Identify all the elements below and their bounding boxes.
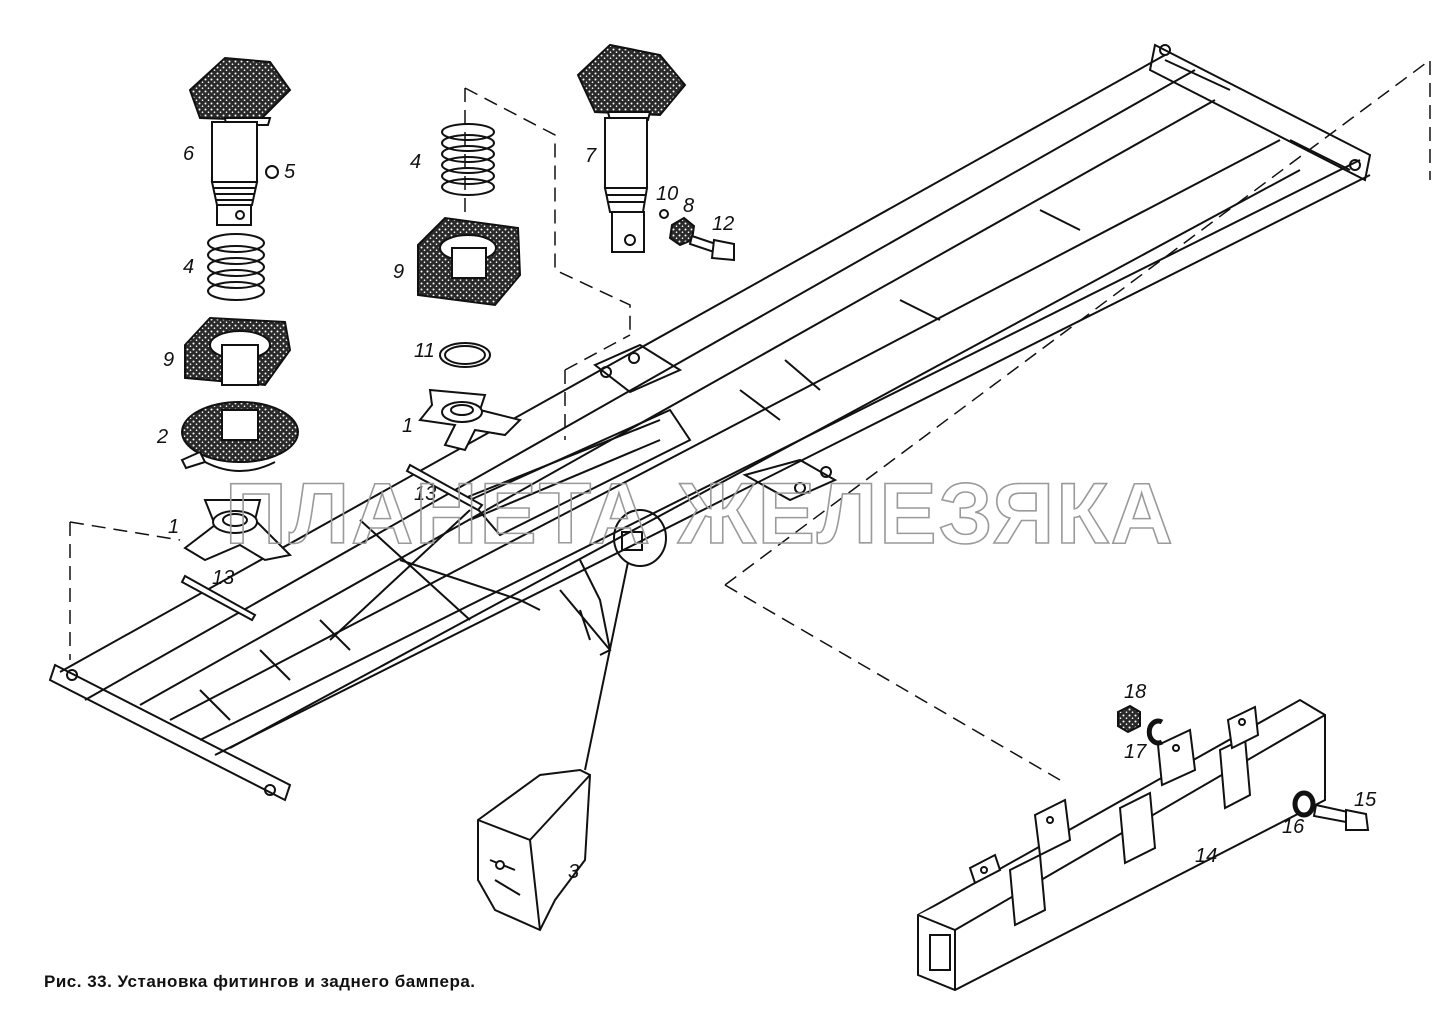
label-18: 18 <box>1124 681 1146 703</box>
part-9-block-left <box>184 316 292 387</box>
label-10: 10 <box>656 183 678 205</box>
part-12-bolt <box>688 234 735 262</box>
label-9-center: 9 <box>393 261 404 283</box>
figure-caption: Рис. 33. Установка фитингов и заднего ба… <box>44 972 476 991</box>
part-3-bracket <box>477 768 592 932</box>
label-17: 17 <box>1124 741 1147 763</box>
detail-callout <box>584 509 667 771</box>
label-15: 15 <box>1354 789 1377 811</box>
label-11: 8 <box>683 195 694 217</box>
watermark: ПЛАНЕТА ЖЕЛЕЗЯКА <box>225 466 1175 562</box>
part-13-pins <box>180 463 484 622</box>
part-2-saddle <box>180 401 299 472</box>
label-5: 5 <box>284 161 296 183</box>
part-18-nut <box>1117 704 1141 734</box>
part-10-washer <box>659 209 669 219</box>
part-1-cross-left <box>183 499 293 562</box>
label-13-center: 13 <box>414 483 436 505</box>
part-8-snap-ring <box>439 342 491 368</box>
part-9-block-center <box>417 216 522 307</box>
label-2: 2 <box>156 426 168 448</box>
label-1-left: 1 <box>168 516 179 538</box>
label-6: 6 <box>183 143 195 165</box>
part-7-fitting <box>576 43 687 253</box>
part-6-fitting <box>188 56 292 226</box>
label-14: 14 <box>1195 845 1217 867</box>
label-12: 12 <box>712 213 734 235</box>
part-4-spring-left <box>207 233 265 301</box>
chassis-frame <box>48 43 1372 802</box>
part-labels: 6 5 4 9 2 1 13 4 9 11 1 13 7 10 8 12 3 1… <box>156 143 1377 883</box>
part-15-bolt <box>1312 803 1370 831</box>
part-5-ring <box>265 165 279 179</box>
label-16: 16 <box>1282 816 1305 838</box>
label-7: 7 <box>585 145 597 167</box>
label-8: 11 <box>414 340 435 362</box>
label-4-center: 4 <box>410 151 421 173</box>
label-13-left: 13 <box>212 567 234 589</box>
part-16-washer <box>1292 790 1316 818</box>
label-4-left: 4 <box>183 256 194 278</box>
part-4-spring-center <box>441 123 495 196</box>
part-14-bumper <box>917 698 1326 992</box>
label-1-center: 1 <box>402 415 413 437</box>
label-9-left: 9 <box>163 349 174 371</box>
part-1-cross-center <box>418 388 522 452</box>
label-3: 3 <box>568 861 579 883</box>
part-17-lock-washer <box>1146 718 1164 746</box>
